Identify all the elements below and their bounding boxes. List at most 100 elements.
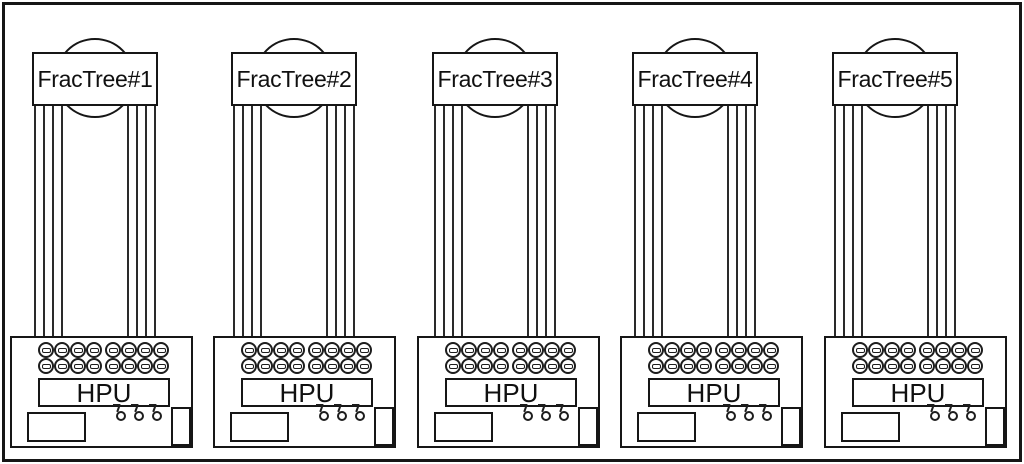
connector-slot	[922, 363, 932, 369]
hose-connector-icon	[528, 342, 544, 358]
hpu-skid-box: HPU	[417, 336, 600, 448]
connector-slot	[260, 363, 270, 369]
connector-row	[852, 342, 983, 358]
hose-connector-icon	[54, 358, 70, 374]
connector-slot	[667, 347, 677, 353]
side-compartment-box	[171, 407, 191, 446]
connector-group	[852, 342, 916, 358]
hose-connector-icon	[461, 342, 477, 358]
connector-slot	[718, 363, 728, 369]
frac-tree-unit: FracTree#5 HPU	[824, 0, 1007, 464]
valve-flag	[963, 404, 970, 406]
connector-slot	[531, 363, 541, 369]
hose-connector-icon	[560, 342, 576, 358]
hpu-label: HPU	[483, 377, 539, 408]
connector-slot	[718, 347, 728, 353]
valve-group	[12, 338, 191, 446]
valve-icon	[538, 404, 554, 422]
hose-connector-icon	[747, 342, 763, 358]
hpu-label: HPU	[890, 377, 946, 408]
hpu-box: HPU	[241, 378, 373, 407]
hydraulic-hose-line	[353, 104, 355, 338]
hose-connector-icon	[512, 358, 528, 374]
reservoir-box	[230, 412, 289, 442]
hose-connector-icon	[289, 342, 305, 358]
connector-slot	[970, 363, 980, 369]
connector-slot	[448, 347, 458, 353]
hpu-skid-box: HPU	[213, 336, 396, 448]
connector-slot	[938, 363, 948, 369]
connector-slot	[547, 363, 557, 369]
connector-slot	[343, 363, 353, 369]
hose-connector-icon	[308, 342, 324, 358]
hydraulic-hose-line	[233, 104, 235, 338]
frac-tree-unit: FracTree#4 HPU	[620, 0, 803, 464]
hose-connector-icon	[461, 358, 477, 374]
connector-group	[445, 342, 509, 358]
hose-connector-icon	[747, 358, 763, 374]
hose-connector-icon	[715, 342, 731, 358]
valve-flag	[945, 404, 952, 406]
hydraulic-hose-line	[545, 104, 547, 338]
valve-ball	[523, 411, 533, 421]
hose-connector-icon	[852, 342, 868, 358]
connector-slot	[311, 347, 321, 353]
hose-connector-icon	[137, 358, 153, 374]
connector-slot	[938, 347, 948, 353]
hose-connector-icon	[648, 358, 664, 374]
hose-connector-icon	[477, 342, 493, 358]
hose-connector-icon	[935, 342, 951, 358]
valve-icon	[741, 404, 757, 422]
valve-icon	[945, 404, 961, 422]
frac-tree-head: FracTree#1	[32, 0, 158, 340]
connector-row	[241, 342, 372, 358]
connector-group	[919, 342, 983, 358]
valve-flag	[927, 404, 934, 406]
hydraulic-hose-line	[43, 104, 45, 338]
connector-group	[715, 358, 779, 374]
hose-connector-icon	[289, 358, 305, 374]
connector-row	[648, 358, 779, 374]
valve-icon	[759, 404, 775, 422]
hpu-skid-box: HPU	[824, 336, 1007, 448]
connector-slot	[73, 363, 83, 369]
connector-slot	[89, 347, 99, 353]
connector-slot	[156, 363, 166, 369]
connector-group	[38, 358, 102, 374]
valve-icon	[963, 404, 979, 422]
hydraulic-hose-line	[434, 104, 436, 338]
connector-slot	[108, 347, 118, 353]
connector-slot	[73, 347, 83, 353]
hydraulic-hose-line	[260, 104, 262, 338]
connector-panel	[445, 342, 576, 374]
hydraulic-hose-line	[461, 104, 463, 338]
hose-connector-icon	[493, 342, 509, 358]
valve-icon	[520, 404, 536, 422]
hose-connector-icon	[86, 342, 102, 358]
hose-connector-icon	[153, 342, 169, 358]
hydraulic-hose-line	[145, 104, 147, 338]
connector-group	[648, 342, 712, 358]
hose-connector-icon	[544, 342, 560, 358]
connector-panel	[852, 342, 983, 374]
connector-slot	[464, 347, 474, 353]
hpu-box: HPU	[445, 378, 577, 407]
valve-ball	[319, 411, 329, 421]
hose-connector-icon	[664, 342, 680, 358]
connector-slot	[260, 347, 270, 353]
connector-slot	[464, 363, 474, 369]
connector-slot	[667, 363, 677, 369]
connector-group	[308, 358, 372, 374]
hose-connector-icon	[38, 358, 54, 374]
hydraulic-hose-line	[754, 104, 756, 338]
connector-slot	[89, 363, 99, 369]
hpu-skid-box: HPU	[10, 336, 193, 448]
hose-connector-icon	[528, 358, 544, 374]
connector-group	[308, 342, 372, 358]
connector-slot	[922, 347, 932, 353]
frac-tree-unit: FracTree#1 HPU	[10, 0, 193, 464]
hose-connector-icon	[900, 358, 916, 374]
hose-connector-icon	[241, 342, 257, 358]
connector-slot	[766, 363, 776, 369]
hydraulic-hose-line	[242, 104, 244, 338]
